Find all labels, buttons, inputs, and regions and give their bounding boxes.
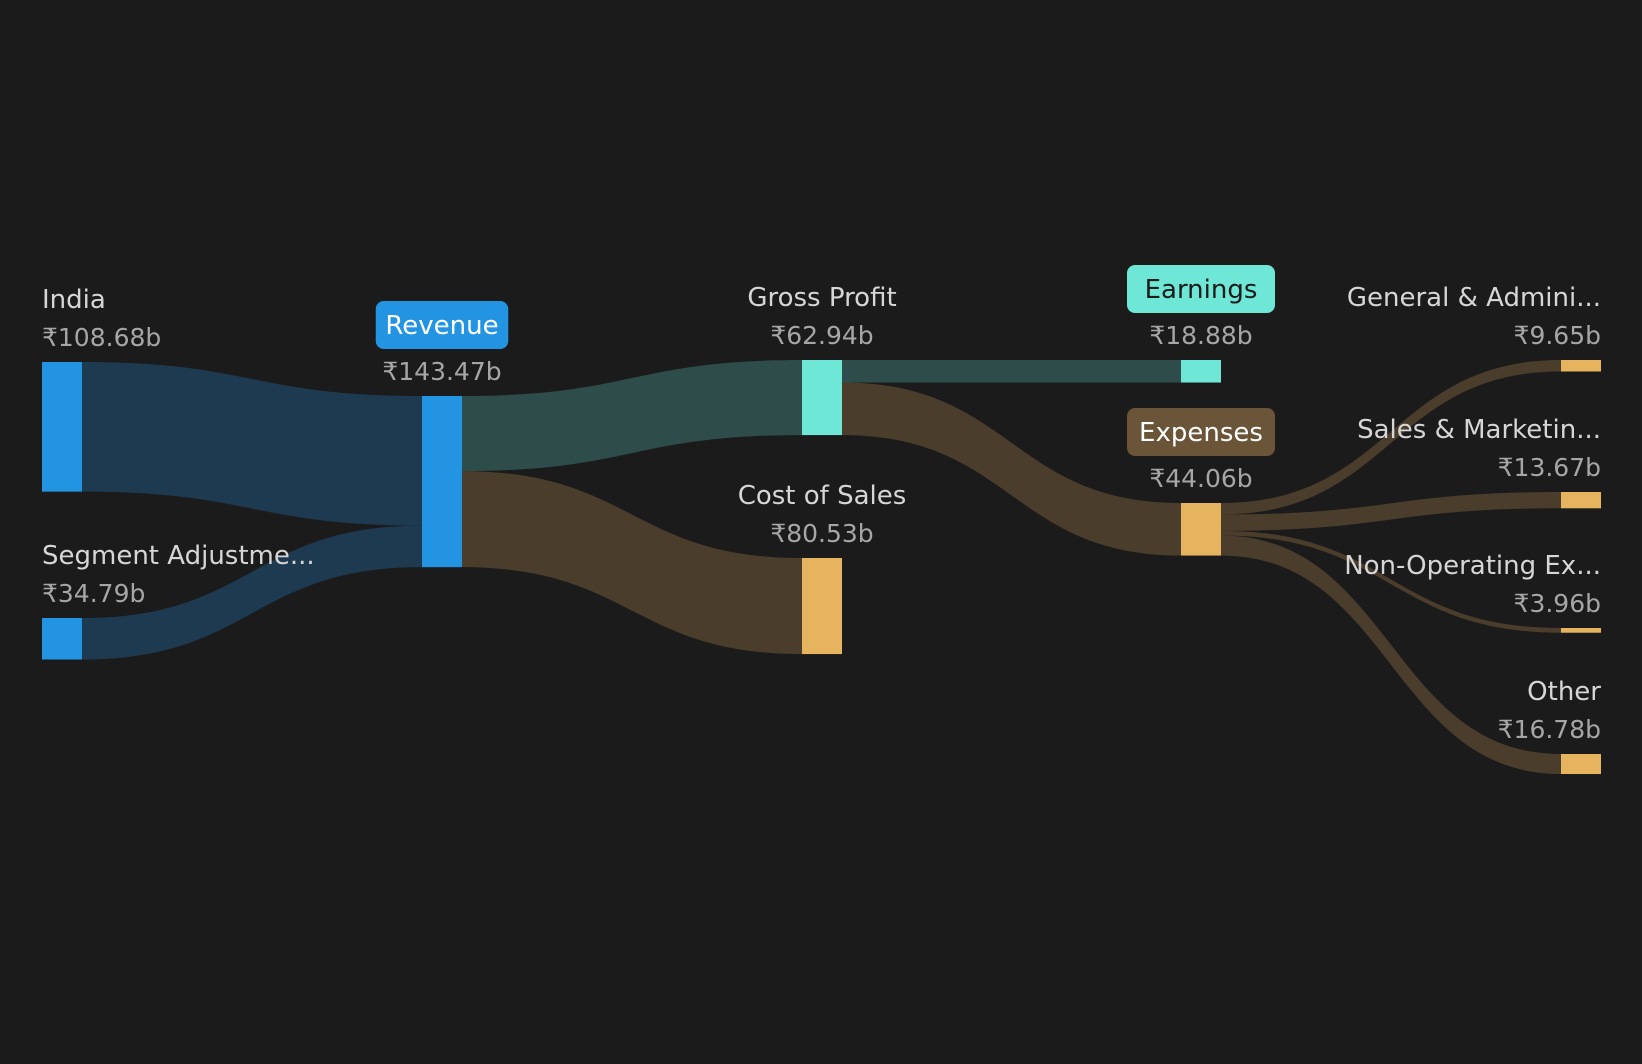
node-bar-gross_profit	[802, 360, 842, 436]
link-expenses-to-nonop	[1221, 530, 1561, 633]
node-bar-earnings	[1181, 360, 1221, 383]
node-value-other: ₹16.78b	[1498, 715, 1601, 744]
node-badge-revenue	[375, 301, 509, 349]
node-badge-expenses	[1127, 408, 1275, 456]
node-bar-cost_of_sales	[802, 558, 842, 655]
links-layer	[82, 360, 1561, 775]
node-bar-sm	[1561, 492, 1601, 509]
node-bar-other	[1561, 754, 1601, 775]
node-value-sm: ₹13.67b	[1498, 453, 1601, 482]
link-expenses-to-ga	[1221, 360, 1561, 515]
node-value-ga: ₹9.65b	[1514, 321, 1601, 350]
node-value-expenses: ₹44.06b	[1149, 464, 1252, 493]
node-bar-india	[42, 362, 82, 492]
node-bar-expenses	[1181, 503, 1221, 556]
node-label-gross_profit: Gross Profit	[747, 283, 896, 313]
link-gross_profit-to-earnings	[842, 360, 1181, 383]
node-label-nonop: Non-Operating Ex...	[1344, 551, 1601, 581]
node-badge-earnings	[1127, 265, 1275, 313]
node-label-cost_of_sales: Cost of Sales	[738, 481, 907, 511]
node-bar-segment	[42, 618, 82, 660]
link-india-to-revenue	[82, 362, 422, 526]
node-value-segment: ₹34.79b	[42, 579, 145, 608]
node-value-nonop: ₹3.96b	[1514, 589, 1601, 618]
node-label-segment: Segment Adjustme...	[42, 541, 315, 571]
nodes-layer	[42, 360, 1601, 775]
node-value-cost_of_sales: ₹80.53b	[770, 519, 873, 548]
node-bar-nonop	[1561, 628, 1601, 633]
node-label-sm: Sales & Marketin...	[1357, 415, 1601, 445]
node-label-expenses: Expenses	[1139, 418, 1263, 448]
node-value-revenue: ₹143.47b	[382, 357, 501, 386]
node-label-india: India	[42, 285, 106, 315]
link-revenue-to-cost_of_sales	[462, 471, 802, 655]
node-value-earnings: ₹18.88b	[1149, 321, 1252, 350]
node-bar-revenue	[422, 396, 462, 568]
node-value-india: ₹108.68b	[42, 323, 161, 352]
node-bar-ga	[1561, 360, 1601, 372]
node-label-ga: General & Admini...	[1347, 283, 1601, 313]
link-expenses-to-sm	[1221, 492, 1561, 531]
link-revenue-to-gross_profit	[462, 360, 802, 472]
link-expenses-to-other	[1221, 535, 1561, 775]
link-gross_profit-to-expenses	[842, 382, 1181, 556]
node-label-other: Other	[1527, 677, 1601, 707]
node-label-earnings: Earnings	[1145, 275, 1258, 305]
node-value-gross_profit: ₹62.94b	[770, 321, 873, 350]
link-segment-to-revenue	[82, 525, 422, 660]
node-label-revenue: Revenue	[385, 311, 498, 341]
